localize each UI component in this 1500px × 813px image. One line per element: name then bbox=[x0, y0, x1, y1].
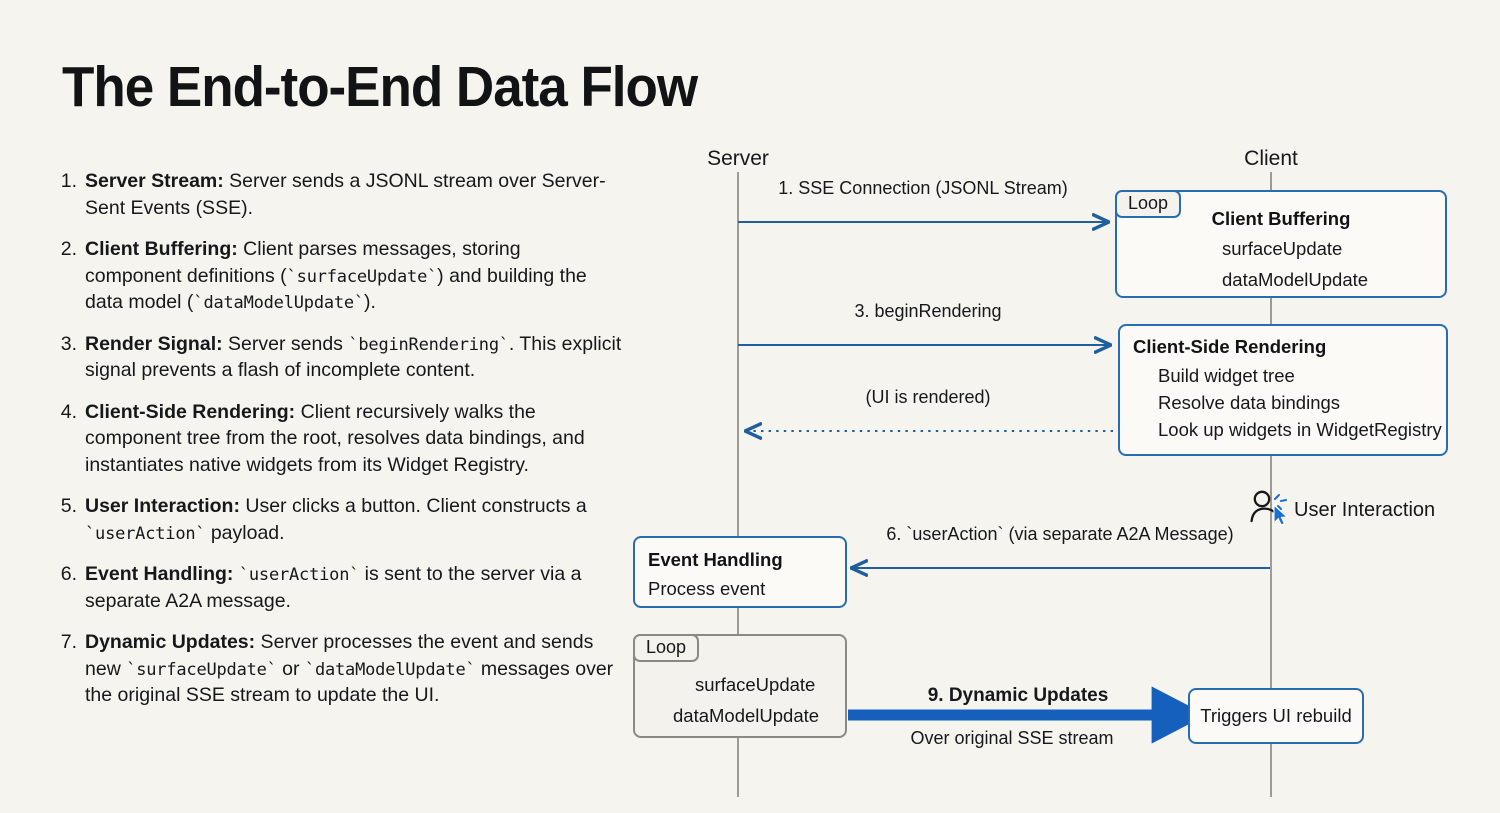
list-item-number: 5. bbox=[60, 495, 77, 518]
list-item-number: 7. bbox=[60, 631, 77, 654]
steps-list: 1. Server Stream: Server sends a JSONL s… bbox=[52, 168, 622, 724]
code-span: `surfaceUpdate` bbox=[126, 659, 277, 680]
client-buffering-item-data-model-update: dataModelUpdate bbox=[1222, 269, 1368, 291]
server-loop-item-data-model-update: dataModelUpdate bbox=[673, 705, 820, 726]
message-label-begin-rendering: 3. beginRendering bbox=[854, 301, 1002, 321]
message-label-sse-connection: 1. SSE Connection (JSONL Stream) bbox=[778, 178, 1068, 198]
client-side-rendering-item-build-widget-tree: Build widget tree bbox=[1158, 365, 1295, 386]
server-loop-item-surface-update: surfaceUpdate bbox=[695, 674, 816, 695]
list-item-term: User Interaction: bbox=[85, 495, 240, 518]
list-item-number: 4. bbox=[60, 400, 77, 423]
code-span: `dataModelUpdate` bbox=[193, 293, 364, 314]
code-span: `dataModelUpdate` bbox=[304, 659, 476, 680]
list-item: 4. Client-Side Rendering: Client recursi… bbox=[52, 399, 622, 479]
list-item-text: Client recursively walks the component t… bbox=[85, 400, 585, 476]
client-side-rendering-box: Client-Side Rendering Build widget tree … bbox=[1118, 324, 1448, 456]
list-item-body: User Interaction: User clicks a button. … bbox=[85, 493, 622, 546]
client-buffering-item-label: surfaceUpdate bbox=[1222, 238, 1343, 259]
actor-label-server: Server bbox=[707, 147, 769, 170]
list-item-body: Render Signal: Server sends `beginRender… bbox=[85, 331, 622, 384]
list-item-number: 1. bbox=[60, 170, 77, 192]
list-item-body: Server Stream: Server sends a JSONL stre… bbox=[85, 168, 622, 221]
list-item-text: Client parses messages, storing componen… bbox=[85, 238, 587, 314]
list-item-body: Client-Side Rendering: Client recursivel… bbox=[85, 399, 622, 479]
list-item-term: Server Stream: bbox=[85, 170, 224, 192]
list-item-body: Client Buffering: Client parses messages… bbox=[85, 236, 622, 316]
lifeline-server bbox=[737, 172, 739, 797]
list-item-text: Server sends `beginRendering`. This expl… bbox=[85, 332, 622, 382]
event-handling-line: Process event bbox=[648, 578, 766, 599]
sequence-diagram: Server Client bbox=[600, 130, 1490, 800]
client-buffering-box: Loop Client Buffering surfaceUpdate data… bbox=[1115, 190, 1447, 298]
list-item: 5. User Interaction: User clicks a butto… bbox=[52, 493, 622, 546]
actor-label-client: Client bbox=[1244, 147, 1298, 170]
list-item: 2. Client Buffering: Client parses messa… bbox=[52, 236, 622, 316]
list-item-body: Dynamic Updates: Server processes the ev… bbox=[85, 629, 622, 709]
list-item: 3. Render Signal: Server sends `beginRen… bbox=[52, 331, 622, 384]
list-item-term: Client-Side Rendering: bbox=[85, 400, 296, 423]
list-item-number: 6. bbox=[60, 563, 77, 586]
list-item-text: User clicks a button. Client constructs … bbox=[85, 495, 587, 544]
message-label-ui-rendered: (UI is rendered) bbox=[865, 387, 991, 407]
list-item-text: Server processes the event and sends new… bbox=[85, 631, 614, 707]
triggers-ui-rebuild-label: Triggers UI rebuild bbox=[1200, 705, 1352, 726]
list-item: 1. Server Stream: Server sends a JSONL s… bbox=[52, 168, 622, 221]
loop-tab-client: Loop bbox=[1115, 190, 1182, 218]
code-span: `userAction` bbox=[238, 565, 360, 586]
list-item-term: Client Buffering: bbox=[85, 238, 238, 261]
list-item: 7. Dynamic Updates: Server processes the… bbox=[52, 629, 622, 709]
lifeline-client bbox=[1270, 172, 1272, 797]
list-item-body: Event Handling: `userAction` is sent to … bbox=[85, 561, 622, 614]
list-item-number: 2. bbox=[60, 238, 77, 261]
client-buffering-item-surface-update: surfaceUpdate bbox=[1222, 238, 1342, 260]
client-buffering-title: Client Buffering bbox=[1211, 208, 1351, 229]
client-side-rendering-item-resolve-data-bindings: Resolve data bindings bbox=[1158, 392, 1341, 413]
list-item-term: Render Signal: bbox=[85, 332, 223, 355]
page-title: The End-to-End Data Flow bbox=[62, 55, 698, 119]
message-label-dynamic-updates-sub: Over original SSE stream bbox=[910, 728, 1114, 748]
triggers-ui-rebuild-box: Triggers UI rebuild bbox=[1188, 688, 1364, 744]
list-item: 6. Event Handling: `userAction` is sent … bbox=[52, 561, 622, 614]
event-handling-box: Event Handling Process event bbox=[633, 536, 847, 608]
list-item-term: Event Handling: bbox=[85, 563, 234, 586]
code-span: `userAction` bbox=[85, 523, 206, 544]
code-span: `surfaceUpdate` bbox=[286, 266, 438, 287]
list-item-text: Server sends a JSONL stream over Server-… bbox=[85, 170, 606, 219]
message-label-user-action: 6. `userAction` (via separate A2A Messag… bbox=[886, 524, 1233, 545]
person-click-icon bbox=[1250, 490, 1289, 526]
event-handling-title: Event Handling bbox=[648, 549, 783, 570]
message-label-user-action-text: 6. `userAction` (via separate A2A Messag… bbox=[886, 524, 1234, 544]
client-side-rendering-title: Client-Side Rendering bbox=[1133, 336, 1327, 357]
list-item-term: Dynamic Updates: bbox=[85, 631, 256, 654]
server-loop-box: Loop surfaceUpdate dataModelUpdate bbox=[633, 634, 847, 738]
list-item-text: `userAction` is sent to the server via a… bbox=[85, 563, 582, 612]
client-buffering-item-label: dataModelUpdate bbox=[1222, 269, 1369, 290]
message-label-dynamic-updates: 9. Dynamic Updates bbox=[927, 685, 1109, 706]
code-span: `beginRendering` bbox=[348, 334, 509, 355]
user-interaction-label: User Interaction bbox=[1294, 499, 1436, 521]
list-item-number: 3. bbox=[60, 332, 77, 355]
client-side-rendering-item-widget-registry: Look up widgets in WidgetRegistry bbox=[1158, 419, 1442, 440]
loop-tab-server: Loop bbox=[633, 634, 700, 662]
